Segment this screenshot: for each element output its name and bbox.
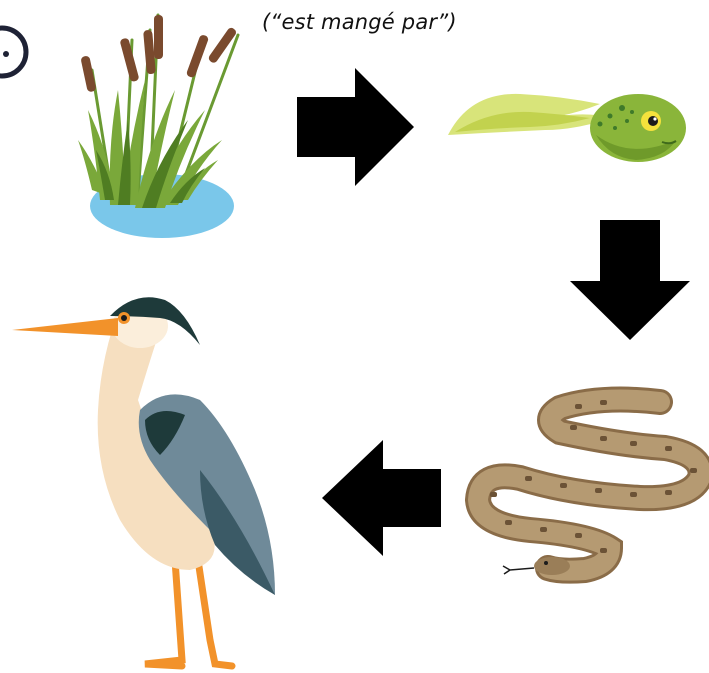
tadpole-icon — [448, 94, 686, 162]
cattail-reeds-icon — [78, 15, 238, 238]
arrow-left-icon — [322, 440, 441, 556]
arrow-down-icon — [570, 220, 690, 340]
heron-icon — [12, 297, 275, 666]
arrow-right-icon — [297, 68, 414, 186]
circle-badge-icon — [0, 28, 26, 76]
snake-icon — [478, 400, 701, 575]
